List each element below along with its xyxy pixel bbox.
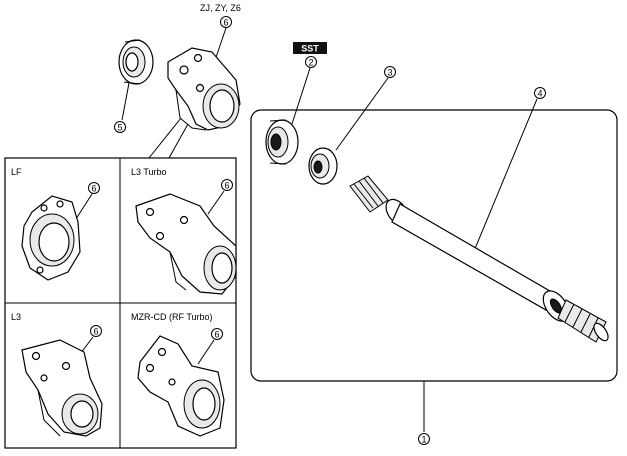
bracket-l3-icon xyxy=(21,339,103,437)
svg-text:5: 5 xyxy=(117,123,122,133)
variant-l3-label: L3 xyxy=(11,312,21,322)
svg-text:4: 4 xyxy=(537,89,542,99)
svg-text:6: 6 xyxy=(93,327,98,337)
bracket-lf-icon xyxy=(21,195,81,281)
callout-6-mzr: 6 xyxy=(197,328,223,365)
svg-text:6: 6 xyxy=(224,181,229,191)
bracket-l3-turbo-icon xyxy=(135,193,237,295)
variant-mzr-label: MZR-CD (RF Turbo) xyxy=(131,312,213,322)
svg-text:2: 2 xyxy=(308,58,313,68)
variant-l3-turbo-label: L3 Turbo xyxy=(131,167,167,177)
svg-text:6: 6 xyxy=(223,18,228,28)
svg-text:SST: SST xyxy=(301,44,319,54)
callout-5: 5 xyxy=(114,82,130,133)
callout-3: 3 xyxy=(335,66,396,151)
svg-text:3: 3 xyxy=(387,68,392,78)
callout-6-lf: 6 xyxy=(73,182,100,223)
callout-2: 2 xyxy=(291,56,317,125)
bracket-mzr-icon xyxy=(137,335,225,437)
callout-6-l3turbo: 6 xyxy=(207,179,233,215)
bearing-2-icon xyxy=(265,119,299,165)
bracket-icon xyxy=(167,47,241,131)
engine-codes-label: ZJ, ZY, Z6 xyxy=(200,3,241,13)
assembly-box xyxy=(250,109,618,382)
variant-lf-label: LF xyxy=(11,167,22,177)
svg-text:6: 6 xyxy=(91,184,96,194)
bearing-icon xyxy=(118,39,154,85)
svg-text:6: 6 xyxy=(214,330,219,340)
variant-box xyxy=(4,157,237,449)
callout-1: 1 xyxy=(418,381,430,445)
collar-3-icon xyxy=(308,147,338,185)
variant-pointer xyxy=(148,117,189,159)
callout-4: 4 xyxy=(471,87,546,257)
shaft-icon xyxy=(349,175,609,343)
sst-badge: SST xyxy=(293,42,327,54)
svg-text:1: 1 xyxy=(421,435,426,445)
